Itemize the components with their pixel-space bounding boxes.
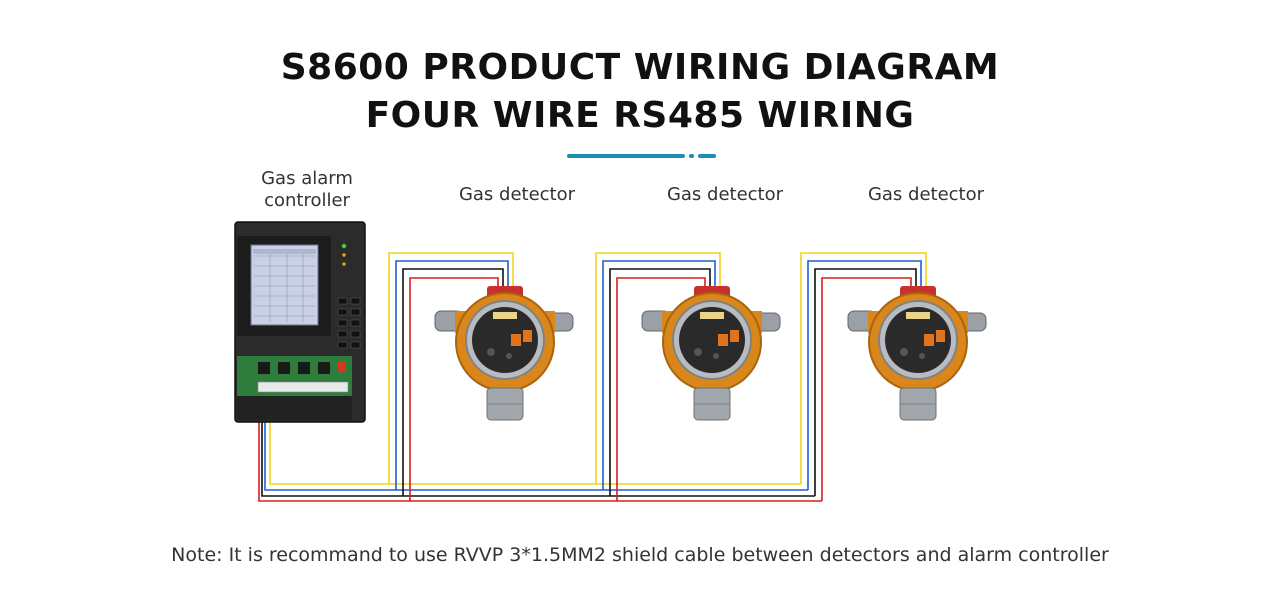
wire-blue-to-detector-3 bbox=[807, 260, 922, 490]
controller-terminal-block bbox=[257, 381, 349, 393]
wire-yellow-to-detector-1 bbox=[388, 252, 514, 484]
title-accent-bar bbox=[567, 154, 685, 158]
gas-detector-devices bbox=[434, 286, 987, 421]
controller-label-line1: Gas alarm bbox=[261, 168, 353, 189]
detector-circuit-board bbox=[679, 307, 745, 373]
wire-red-bus bbox=[258, 392, 822, 502]
title-accent-dot bbox=[689, 154, 694, 158]
detector-label-2: Gas detector bbox=[666, 184, 784, 205]
wire-blue-to-detector-1 bbox=[395, 260, 509, 490]
gas-detector-1 bbox=[434, 286, 574, 421]
detector-circuit-board bbox=[472, 307, 538, 373]
controller-label: Gas alarm controller bbox=[237, 168, 377, 212]
diagram-title-line2: FOUR WIRE RS485 WIRING bbox=[365, 95, 915, 136]
wire-black-bus bbox=[261, 392, 815, 497]
detector-label-1: Gas detector bbox=[458, 184, 576, 205]
controller-keypad bbox=[337, 297, 361, 349]
cable-note: Note: It is recommand to use RVVP 3*1.5M… bbox=[171, 544, 1109, 566]
gas-detector-3 bbox=[847, 286, 987, 421]
detector-label-3: Gas detector bbox=[867, 184, 985, 205]
controller-screen bbox=[250, 244, 319, 326]
gas-detector-2 bbox=[641, 286, 781, 421]
diagram-title-line1: S8600 PRODUCT WIRING DIAGRAM bbox=[280, 47, 1000, 88]
wire-blue-to-detector-2 bbox=[602, 260, 716, 490]
controller-label-line2: controller bbox=[264, 190, 350, 211]
detector-circuit-board bbox=[885, 307, 951, 373]
gas-alarm-controller bbox=[234, 221, 366, 423]
wire-yellow-to-detector-2 bbox=[595, 252, 721, 484]
wire-yellow-to-detector-3 bbox=[800, 252, 927, 484]
title-accent-tail bbox=[698, 154, 716, 158]
controller-leds bbox=[341, 243, 347, 266]
wire-blue-bus bbox=[264, 392, 808, 491]
